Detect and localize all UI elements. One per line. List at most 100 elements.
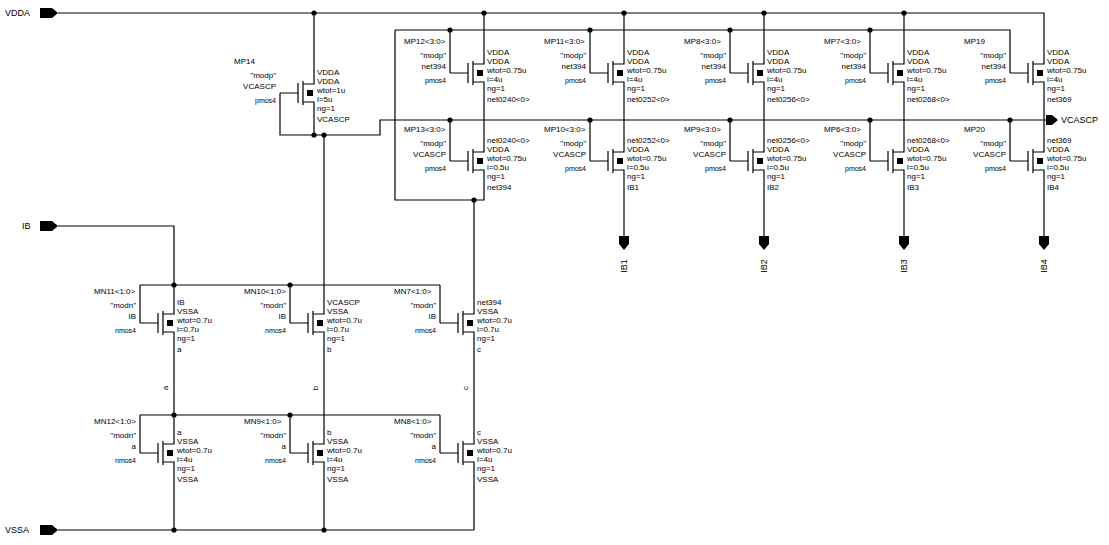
model-name: "modp" [420,52,446,60]
input-pin [40,221,58,231]
junction-dot [287,412,292,417]
junction-dot [621,10,626,15]
finger-param: ng=1 [627,173,645,181]
bulk-net: VDDA [1047,58,1069,66]
junction-dot [321,132,326,137]
gate-net: net394 [702,63,726,71]
mos-symbol [590,138,624,184]
gate-net: IB [278,313,286,321]
device-type: pmos4 [705,165,726,172]
length-param: l=0.7u [177,326,199,334]
gate-net: net394 [982,63,1006,71]
model-name: "modp" [980,52,1006,60]
terminal-net: IB2 [767,184,779,192]
instance-name: MP9<3:0> [684,126,721,134]
device-type: pmos4 [985,77,1006,84]
mos-symbol [440,300,474,346]
length-param: l=4u [767,76,782,84]
device-type: nmos4 [115,327,136,334]
model-name: "modp" [560,52,586,60]
width-param: wtot=1u [317,87,345,95]
instance-name: MP20 [964,126,985,134]
junction-dot [727,27,732,32]
pin-label: IB [22,222,31,231]
bulk-net: VSSA [177,438,198,446]
device-type: nmos4 [115,457,136,464]
finger-param: ng=1 [1047,85,1065,93]
junction-dot [171,412,176,417]
pin-label: IB2 [760,259,769,273]
bulk-net: VSSA [177,308,198,316]
mos-symbol [140,300,174,346]
finger-param: ng=1 [1047,173,1065,181]
output-pin [759,236,769,250]
bulk-pin [317,450,323,456]
device-type: nmos4 [265,457,286,464]
length-param: l=4u [477,456,492,464]
instance-name: MP7<3:0> [824,38,861,46]
instance-name: MP12<3:0> [404,38,445,46]
device-type: pmos4 [985,165,1006,172]
terminal-net: VDDA [317,69,339,77]
instance-name: MP10<3:0> [544,126,585,134]
pin-label: IB4 [1040,259,1049,273]
gate-net: IB [428,313,436,321]
mos-symbol [290,430,324,476]
finger-param: ng=1 [477,335,495,343]
model-name: "modp" [420,140,446,148]
length-param: l=0.5u [907,164,929,172]
bulk-net: VSSA [477,308,498,316]
length-param: l=0.5u [487,164,509,172]
length-param: l=4u [177,456,192,464]
bulk-pin [477,70,483,76]
bulk-net: VSSA [327,308,348,316]
vssa-rail [58,476,474,530]
mos-symbol [450,50,484,96]
length-param: l=4u [907,76,922,84]
bulk-net: VDDA [627,146,649,154]
length-param: l=0.7u [477,326,499,334]
terminal-net: VCASCP [317,116,350,124]
terminal-net: net369 [1047,96,1071,104]
finger-param: ng=1 [907,85,925,93]
model-name: "modn" [410,432,436,440]
model-name: "modp" [840,140,866,148]
terminal-net: VSSA [477,476,498,484]
mos-symbol [870,138,904,184]
instance-name: MN8<1:0> [394,418,431,426]
model-name: "modp" [840,52,866,60]
mos-symbol [440,430,474,476]
gate-net: net394 [842,63,866,71]
bulk-net: VDDA [487,58,509,66]
terminal-net: net0240<0> [487,96,530,104]
finger-param: ng=1 [627,85,645,93]
gate-net: a [282,443,286,451]
width-param: wtot=0.75u [907,155,946,163]
device-type: pmos4 [565,165,586,172]
bulk-pin [307,90,313,96]
junction-dot [587,27,592,32]
junction-dot [171,527,176,532]
instance-name: MN10<1:0> [244,288,286,296]
width-param: wtot=0.75u [487,155,526,163]
width-param: wtot=0.75u [1047,67,1086,75]
terminal-net: VCASCP [327,299,360,307]
junction-dot [311,132,316,137]
vcascp-wire [280,93,1046,300]
junction-dot [447,27,452,32]
length-param: l=4u [327,456,342,464]
gate-net: VCASCP [973,151,1006,159]
mos-symbol [870,50,904,96]
terminal-net: net394 [477,299,501,307]
terminal-net: VSSA [177,476,198,484]
width-param: wtot=0.75u [627,67,666,75]
instance-name: MP11<3:0> [544,38,585,46]
device-type: pmos4 [705,77,726,84]
mos-symbol [730,50,764,96]
net-label: a [162,386,170,390]
width-param: wtot=0.75u [767,155,806,163]
length-param: l=0.5u [767,164,789,172]
gate-net: VCASCP [693,151,726,159]
bulk-net: VSSA [327,438,348,446]
bulk-net: VDDA [317,78,339,86]
